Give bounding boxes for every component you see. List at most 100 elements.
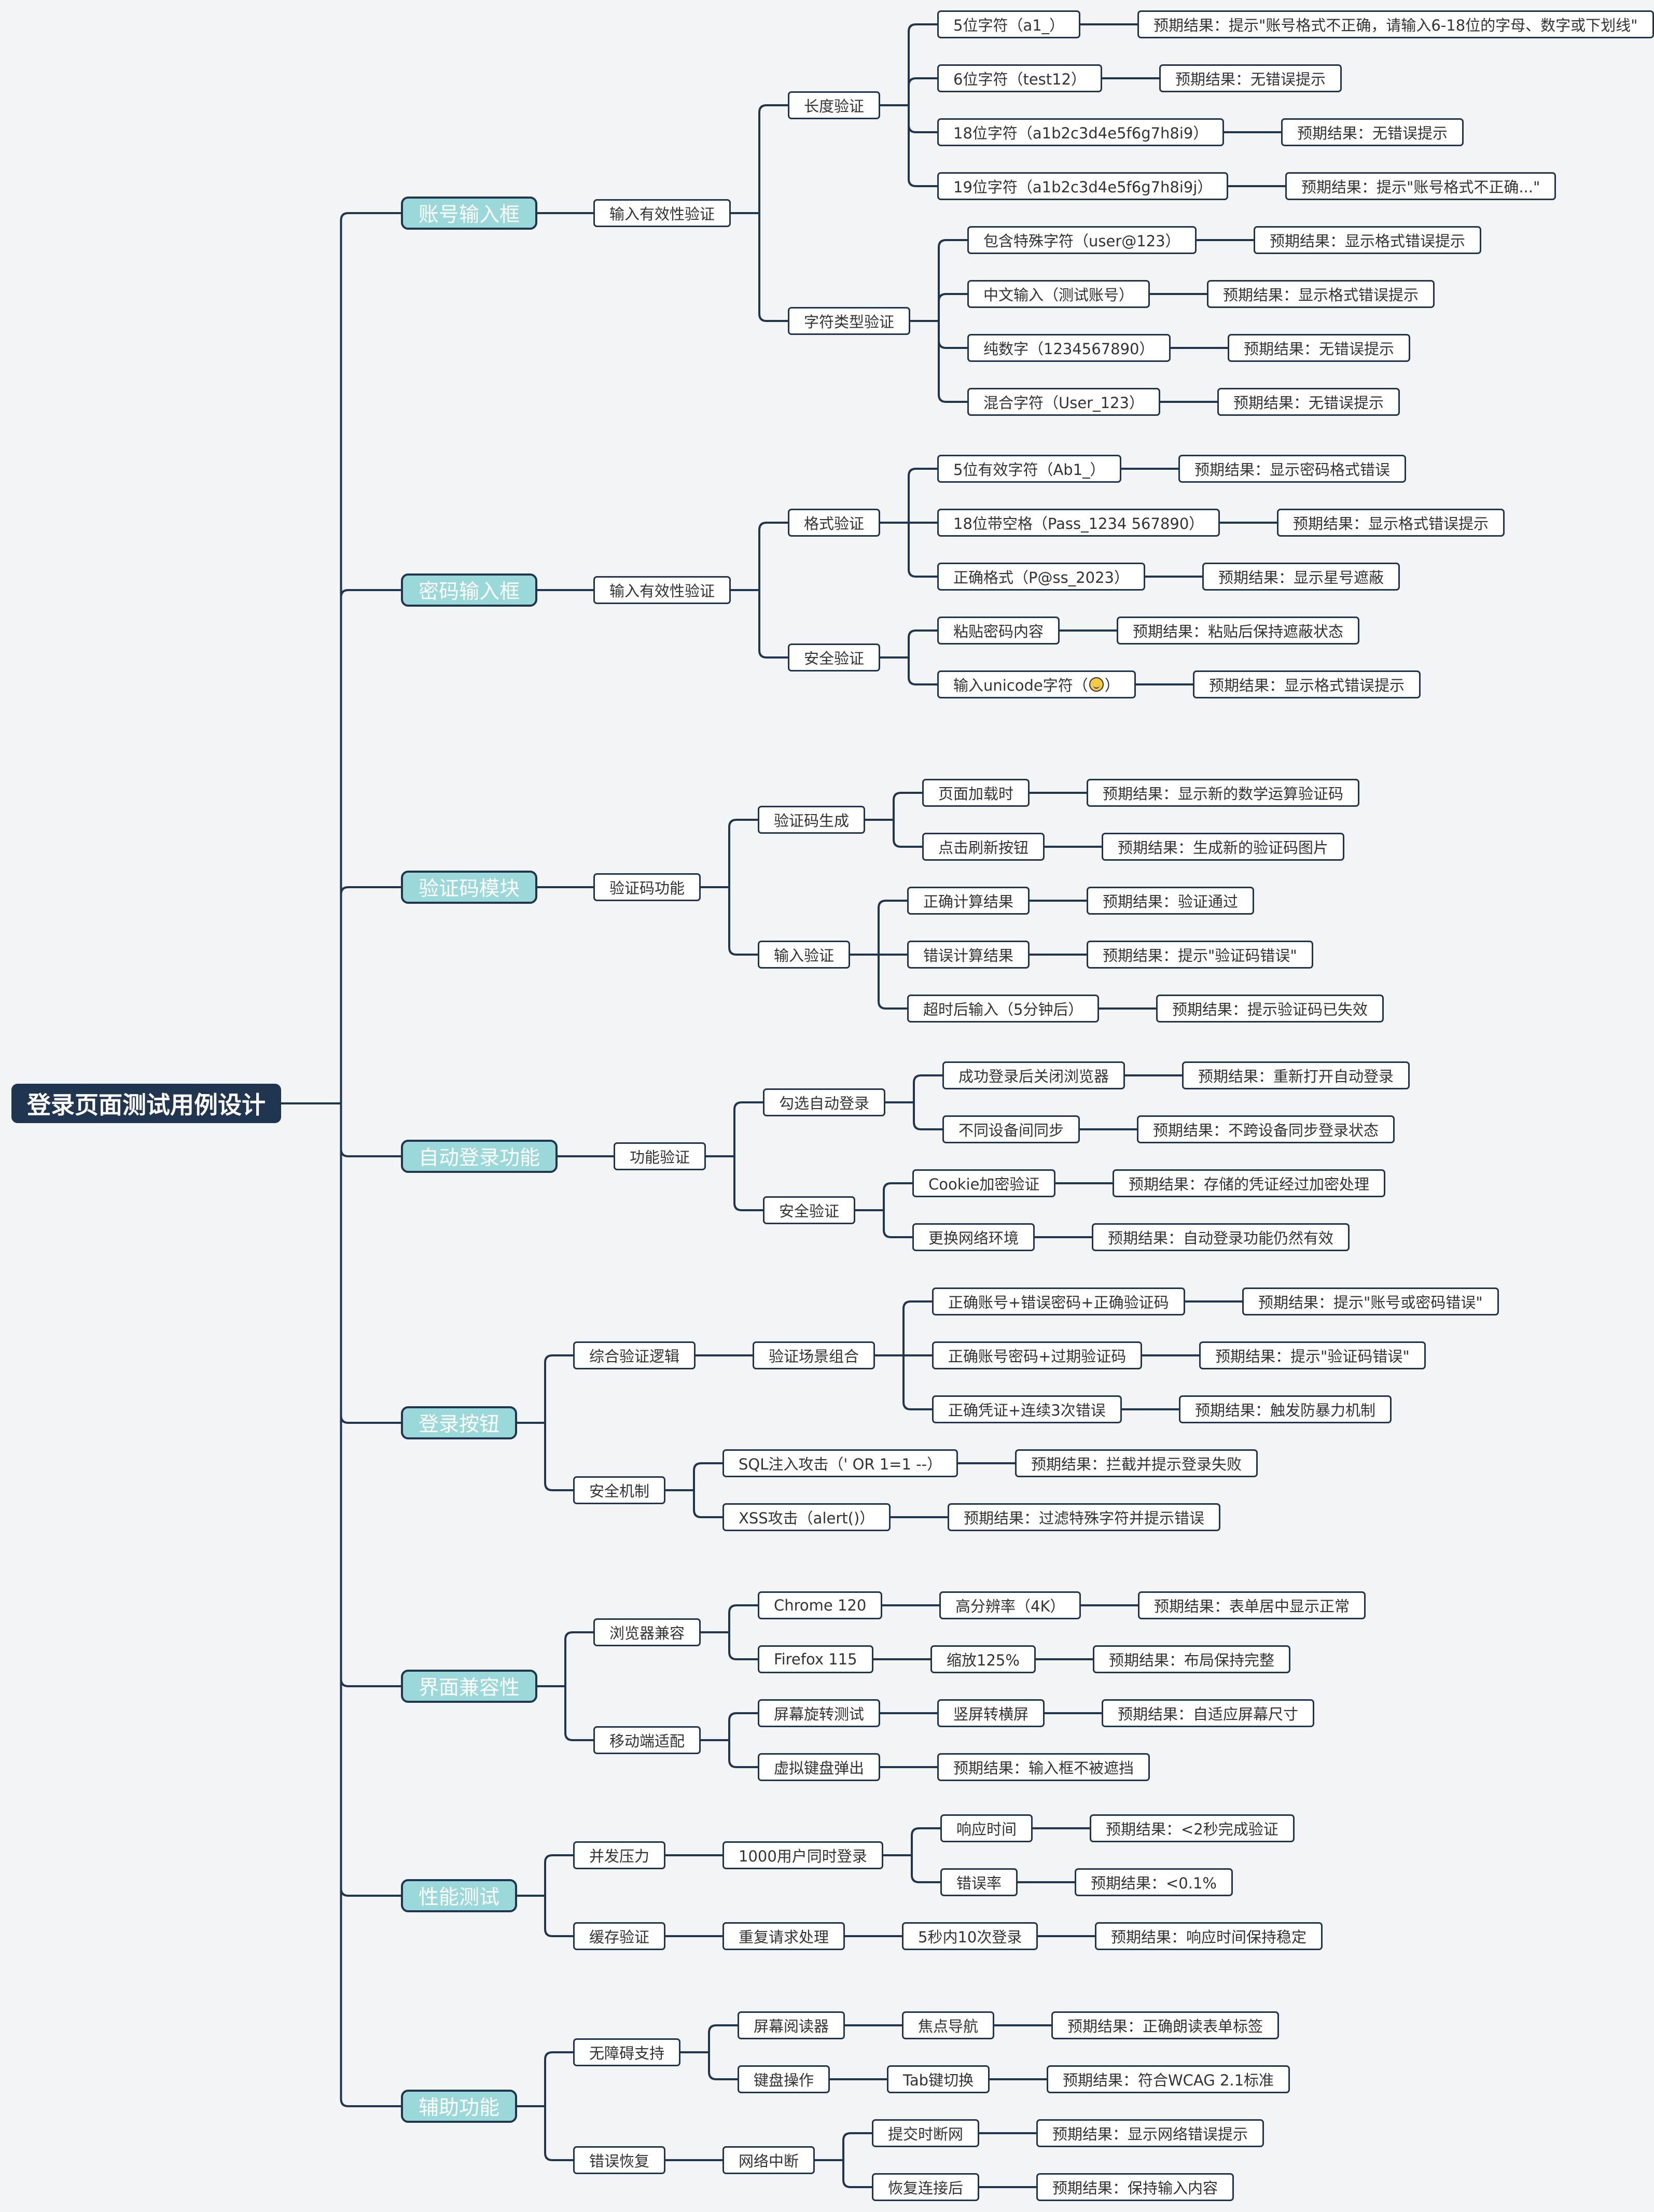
test-case-node: 响应时间 (940, 1814, 1033, 1842)
expected-result-node: 预期结果：过滤特殊字符并提示错误 (948, 1503, 1221, 1531)
node-label: 预期结果：自动登录功能仍然有效 (1108, 1229, 1334, 1247)
test-case-node: 正确账号密码+过期验证码 (932, 1341, 1143, 1369)
test-case-node: 并发压力 (573, 1841, 666, 1869)
node-label: 错误恢复 (589, 2152, 650, 2170)
test-case-node: 正确格式（P@ss_2023） (937, 563, 1146, 591)
node-label: 预期结果：保持输入内容 (1052, 2179, 1218, 2197)
test-case-node: 输入有效性验证 (593, 576, 731, 604)
test-case-node: 超时后输入（5分钟后） (907, 995, 1100, 1023)
expected-result-node: 预期结果：粘贴后保持遮蔽状态 (1117, 617, 1360, 645)
expected-result-node: 预期结果：输入框不被遮挡 (937, 1753, 1150, 1781)
node-label-suffix: ） (1104, 677, 1120, 694)
test-case-node: 输入unicode字符（） (937, 670, 1136, 698)
expected-result-node: 预期结果：表单居中显示正常 (1138, 1591, 1366, 1619)
node-label: 输入有效性验证 (609, 582, 715, 600)
topic-0: 账号输入框 (401, 197, 538, 230)
node-label: 预期结果：响应时间保持稳定 (1111, 1928, 1307, 1946)
test-case-node: 验证码功能 (593, 873, 701, 901)
node-label: 字符类型验证 (804, 313, 895, 331)
node-label: 恢复连接后 (888, 2179, 964, 2197)
test-case-node: 输入验证 (758, 941, 851, 969)
node-label: 验证码功能 (609, 879, 685, 897)
node-label: 预期结果：无错误提示 (1297, 124, 1448, 142)
test-case-node: 5秒内10次登录 (902, 1922, 1038, 1950)
expected-result-node: 预期结果：不跨设备同步登录状态 (1137, 1115, 1395, 1143)
connector-path (280, 23, 1286, 2188)
node-label: 输入验证 (774, 947, 835, 964)
test-case-node: 重复请求处理 (722, 1922, 845, 1950)
test-case-node: 安全验证 (763, 1196, 856, 1224)
node-label: 预期结果：提示验证码已失效 (1172, 1001, 1368, 1018)
expected-result-node: 预期结果：<2秒完成验证 (1090, 1814, 1295, 1842)
topic-6: 性能测试 (401, 1879, 518, 1912)
expected-result-node: 预期结果：显示格式错误提示 (1193, 670, 1421, 698)
node-label: 勾选自动登录 (779, 1095, 870, 1112)
node-label: 网络中断 (739, 2152, 799, 2170)
test-case-node: 错误率 (940, 1868, 1018, 1896)
node-label: 纯数字（1234567890） (983, 340, 1155, 358)
test-case-node: 18位字符（a1b2c3d4e5f6g7h8i9） (937, 118, 1225, 146)
node-label: 预期结果：无错误提示 (1233, 394, 1384, 412)
node-label: 密码输入框 (419, 580, 520, 604)
expected-result-node: 预期结果：无错误提示 (1228, 334, 1411, 362)
expected-result-node: 预期结果：显示格式错误提示 (1207, 280, 1435, 308)
node-label: 预期结果：显示格式错误提示 (1223, 286, 1419, 304)
node-label: 验证码模块 (419, 877, 520, 901)
expected-result-node: 预期结果：显示密码格式错误 (1178, 455, 1407, 483)
topic-2: 验证码模块 (401, 871, 538, 904)
node-label: 焦点导航 (918, 2018, 979, 2035)
test-case-node: 错误恢复 (573, 2146, 666, 2174)
expected-result-node: 预期结果：提示"账号格式不正确..." (1285, 172, 1556, 200)
expected-result-node: 预期结果：符合WCAG 2.1标准 (1047, 2065, 1290, 2093)
node-label: 登录页面测试用例设计 (27, 1091, 266, 1119)
test-case-node: 不同设备间同步 (942, 1115, 1080, 1143)
node-label: 格式验证 (804, 515, 865, 533)
node-label: 5位字符（a1_） (953, 17, 1065, 34)
test-case-node: 混合字符（User_123） (967, 388, 1160, 416)
node-label: 18位带空格（Pass_1234 567890） (953, 515, 1204, 533)
expected-result-node: 预期结果：提示"账号或密码错误" (1242, 1287, 1499, 1315)
node-label: Tab键切换 (903, 2071, 974, 2089)
expected-result-node: 预期结果：布局保持完整 (1093, 1645, 1291, 1673)
test-case-node: 更换网络环境 (912, 1223, 1035, 1251)
test-case-node: 虚拟键盘弹出 (758, 1753, 881, 1781)
expected-result-node: 预期结果：提示"验证码错误" (1087, 941, 1313, 969)
node-label: Chrome 120 (774, 1597, 867, 1614)
expected-result-node: 预期结果：显示新的数学运算验证码 (1087, 779, 1360, 807)
node-label: 预期结果：布局保持完整 (1109, 1651, 1275, 1669)
expected-result-node: 预期结果：提示"验证码错误" (1199, 1341, 1426, 1369)
node-label: 预期结果：自适应屏幕尺寸 (1118, 1705, 1299, 1723)
test-case-node: 19位字符（a1b2c3d4e5f6g7h8i9j） (937, 172, 1229, 200)
test-case-node: 恢复连接后 (872, 2173, 980, 2201)
expected-result-node: 预期结果：提示"账号格式不正确，请输入6-18位的字母、数字或下划线" (1137, 10, 1654, 38)
test-case-node: 验证场景组合 (753, 1341, 875, 1369)
node-label: 预期结果：不跨设备同步登录状态 (1153, 1122, 1379, 1139)
test-case-node: 粘贴密码内容 (937, 617, 1060, 645)
node-label: 预期结果：重新打开自动登录 (1198, 1068, 1394, 1085)
node-label: 预期结果：正确朗读表单标签 (1067, 2018, 1263, 2035)
node-label: 18位字符（a1b2c3d4e5f6g7h8i9） (953, 124, 1208, 142)
node-label: 安全验证 (779, 1202, 840, 1220)
node-label: 辅助功能 (419, 2096, 500, 2120)
node-label: 19位字符（a1b2c3d4e5f6g7h8i9j） (953, 178, 1213, 196)
node-label: 虚拟键盘弹出 (774, 1759, 865, 1777)
test-case-node: 输入有效性验证 (593, 199, 731, 227)
node-label: 功能验证 (630, 1149, 690, 1166)
expected-result-node: 预期结果：保持输入内容 (1036, 2173, 1234, 2201)
test-case-node: 纯数字（1234567890） (967, 334, 1171, 362)
expected-result-node: 预期结果：重新打开自动登录 (1182, 1061, 1410, 1089)
node-label: 5位有效字符（Ab1_） (953, 461, 1105, 479)
node-label: 预期结果：输入框不被遮挡 (953, 1759, 1134, 1777)
node-label: 预期结果：显示星号遮蔽 (1218, 569, 1384, 586)
node-label: 包含特殊字符（user@123） (983, 232, 1180, 250)
node-label: 正确计算结果 (923, 893, 1014, 911)
test-case-node: 成功登录后关闭浏览器 (942, 1061, 1125, 1089)
node-label: 预期结果：生成新的验证码图片 (1118, 839, 1329, 857)
node-label: 错误率 (956, 1874, 1002, 1892)
topic-1: 密码输入框 (401, 573, 538, 607)
test-case-node: 竖屏转横屏 (937, 1699, 1045, 1727)
node-label: 验证场景组合 (769, 1348, 859, 1365)
test-case-node: 功能验证 (614, 1142, 706, 1170)
node-label: 预期结果：显示格式错误提示 (1270, 232, 1466, 250)
test-case-node: 安全验证 (788, 643, 881, 671)
